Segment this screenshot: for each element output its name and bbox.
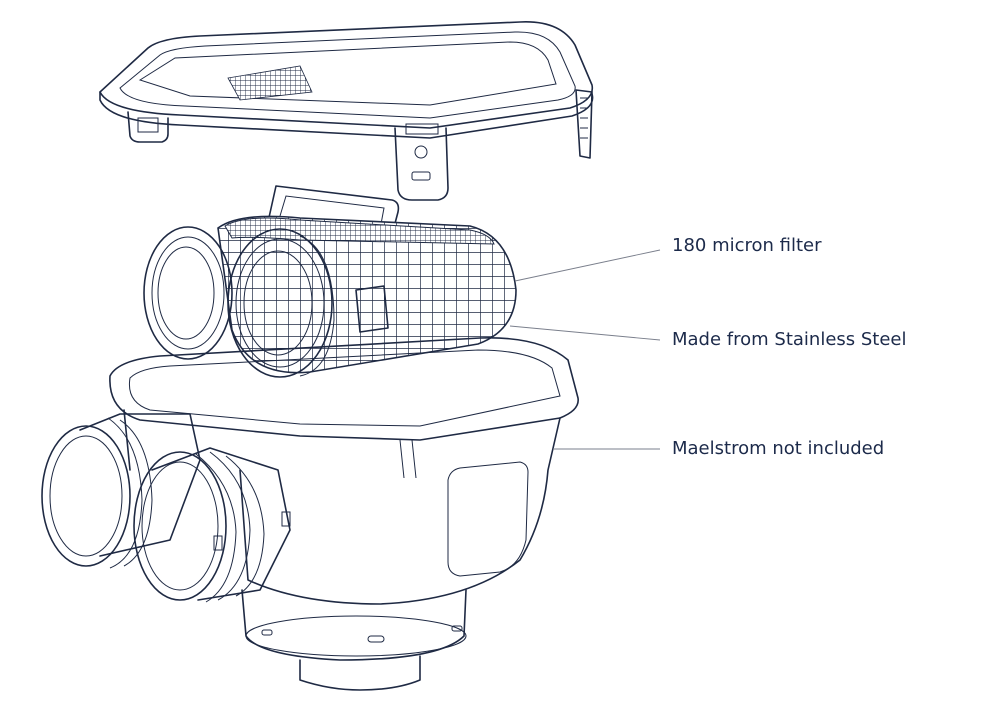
housing-body	[109, 337, 579, 691]
inlet-pipes	[41, 413, 291, 603]
filter	[143, 185, 517, 378]
lid	[99, 21, 594, 201]
callout-material: Made from Stainless Steel	[672, 329, 907, 350]
leader-line-material	[509, 325, 661, 341]
callout-filter: 180 micron filter	[672, 235, 822, 256]
leader-line-filter	[514, 249, 661, 282]
callout-maelstrom: Maelstrom not included	[672, 438, 885, 459]
